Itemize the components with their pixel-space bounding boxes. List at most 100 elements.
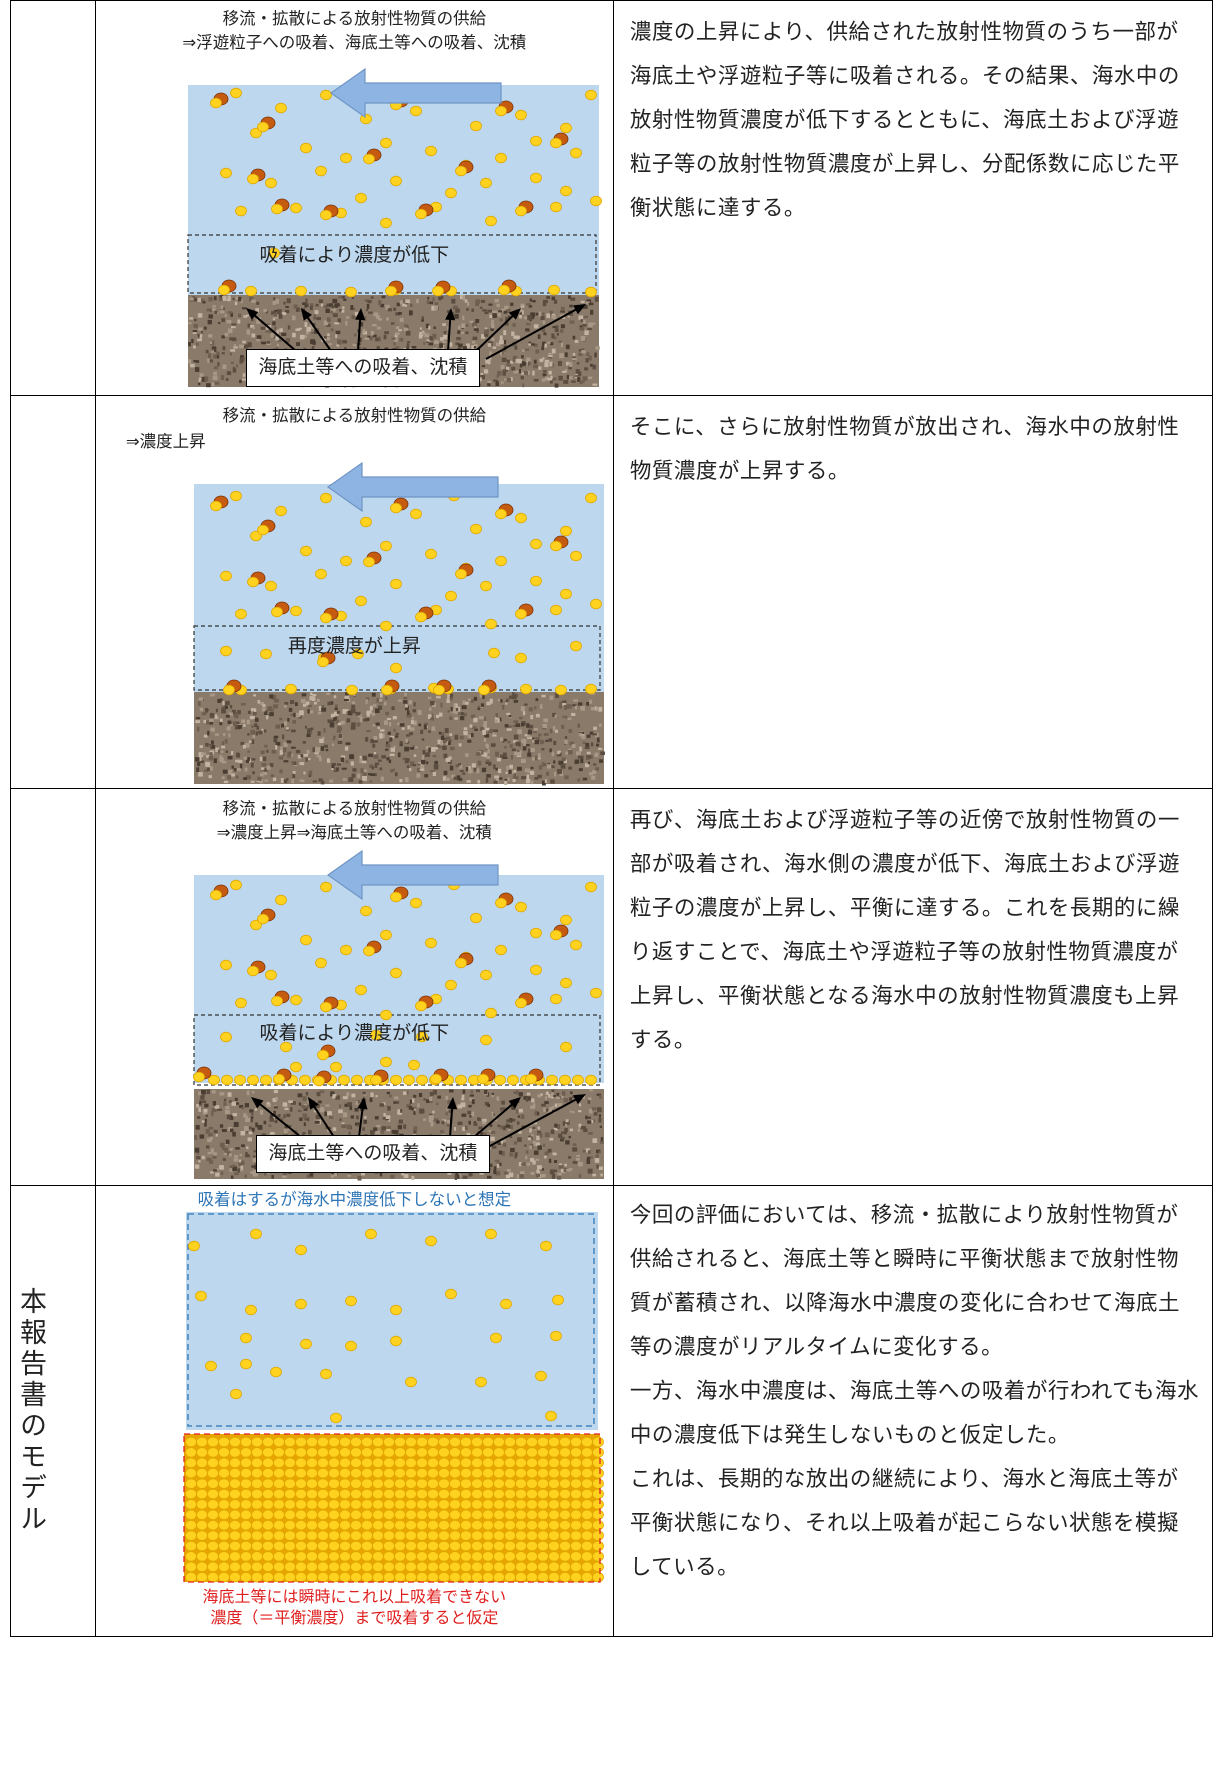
saturated-dot: [558, 1551, 571, 1562]
saturated-dot: [591, 1499, 604, 1510]
saturated-dot: [338, 1530, 351, 1541]
particle-dot: [494, 555, 507, 567]
saturated-dot: [437, 1540, 450, 1552]
saturated-dot: [525, 1530, 538, 1541]
saturated-dot: [459, 1520, 472, 1531]
particle-dot: [409, 105, 422, 117]
saturated-dot: [206, 1488, 219, 1500]
saturated-dot: [426, 1488, 439, 1500]
saturated-dot: [503, 1509, 516, 1521]
saturated-dot: [459, 1457, 472, 1469]
saturated-dot: [206, 1478, 219, 1489]
row4-top-note: 吸着はするが海水中濃度低下しないと想定: [197, 1190, 512, 1209]
saturated-dot: [591, 1478, 604, 1489]
saturated-dot: [415, 1509, 428, 1521]
particle-dot: [589, 598, 602, 610]
saturated-dot: [492, 1488, 505, 1500]
saturated-dot: [503, 1540, 516, 1552]
saturated-dot: [470, 1447, 483, 1458]
saturated-dot: [327, 1457, 340, 1469]
saturated-dot: [459, 1478, 472, 1489]
saturated-dot: [371, 1447, 384, 1458]
saturated-dot: [503, 1447, 516, 1458]
saturated-dot: [580, 1478, 593, 1489]
saturated-dot: [250, 1468, 263, 1479]
saturated-dot: [217, 1488, 230, 1500]
saturated-dot: [558, 1530, 571, 1541]
saturated-dot: [404, 1499, 417, 1510]
seawater-dot: [299, 1338, 312, 1350]
saturated-dot: [184, 1478, 197, 1489]
saturated-dot: [349, 1468, 362, 1479]
zone-dot: [415, 1031, 428, 1043]
saturated-dot: [239, 1520, 252, 1531]
saturated-dot: [195, 1540, 208, 1552]
row4-label-cell: 本報告書のモデル: [10, 1185, 96, 1637]
saturated-dot: [558, 1468, 571, 1479]
saturated-dot: [239, 1509, 252, 1521]
saturated-dot: [481, 1572, 494, 1583]
saturated-dot: [327, 1520, 340, 1531]
saturated-dot: [239, 1447, 252, 1458]
saturated-dot: [272, 1561, 285, 1573]
saturated-dot: [492, 1572, 505, 1583]
zone-dot: [479, 1034, 492, 1046]
particle-dot: [339, 555, 352, 567]
saturated-dot: [360, 1499, 373, 1510]
saturated-dot: [184, 1488, 197, 1500]
saturated-dot: [184, 1551, 197, 1562]
saturated-dot: [327, 1561, 340, 1573]
saturated-dot: [217, 1478, 230, 1489]
saturated-dot: [217, 1561, 230, 1573]
saturated-dot: [470, 1457, 483, 1469]
saturated-dot: [514, 1551, 527, 1562]
saturated-dot: [261, 1488, 274, 1500]
seabed-dot: [571, 1074, 584, 1086]
saturated-dot: [338, 1478, 351, 1489]
saturated-dot: [569, 1488, 582, 1500]
pointer-arrow-head: [354, 308, 366, 321]
seabed-dot: [233, 1074, 246, 1086]
saturated-dot: [228, 1488, 241, 1500]
saturated-dot: [371, 1509, 384, 1521]
saturated-dot: [327, 1478, 340, 1489]
saturated-dot: [426, 1478, 439, 1489]
particle-dot: [529, 575, 542, 587]
pointer-arrow: [475, 311, 518, 352]
saturated-dot: [591, 1540, 604, 1552]
saturated-dot: [184, 1447, 197, 1458]
particle-dot: [559, 185, 572, 197]
saturated-dot: [459, 1572, 472, 1583]
saturated-dot: [338, 1520, 351, 1531]
saturated-dot: [316, 1530, 329, 1541]
saturated-dot: [437, 1457, 450, 1469]
saturated-dot: [272, 1509, 285, 1521]
adsorbed-dot: [380, 684, 393, 696]
saturated-dot: [437, 1468, 450, 1479]
seabed-dot: [246, 1074, 259, 1086]
adsorbed-dot: [514, 205, 527, 217]
saturated-dot: [393, 1572, 406, 1583]
saturated-dot: [393, 1499, 406, 1510]
saturated-dot: [195, 1509, 208, 1521]
adsorbed-dot: [384, 285, 397, 297]
seawater-dot: [329, 1412, 342, 1424]
saturated-dot: [437, 1530, 450, 1541]
pointer-arrow: [356, 313, 362, 352]
saturated-dot: [547, 1540, 560, 1552]
saturated-dot: [184, 1520, 197, 1531]
row3-label-cell: [10, 788, 96, 1186]
saturated-dot: [437, 1551, 450, 1562]
adsorbed-dot: [414, 1000, 427, 1012]
saturated-dot: [426, 1447, 439, 1458]
saturated-dot: [239, 1499, 252, 1510]
saturated-dot: [217, 1457, 230, 1469]
row3-diagram: [192, 849, 604, 1181]
saturated-dot: [492, 1540, 505, 1552]
saturated-dot: [492, 1478, 505, 1489]
particle-dot: [379, 620, 392, 632]
adsorbed-dot: [494, 897, 507, 909]
seawater-dot: [244, 1304, 257, 1316]
particle-dot: [339, 152, 352, 164]
row4-bottom-note-line1: 海底土等には瞬時にこれ以上吸着できない: [202, 1587, 507, 1606]
